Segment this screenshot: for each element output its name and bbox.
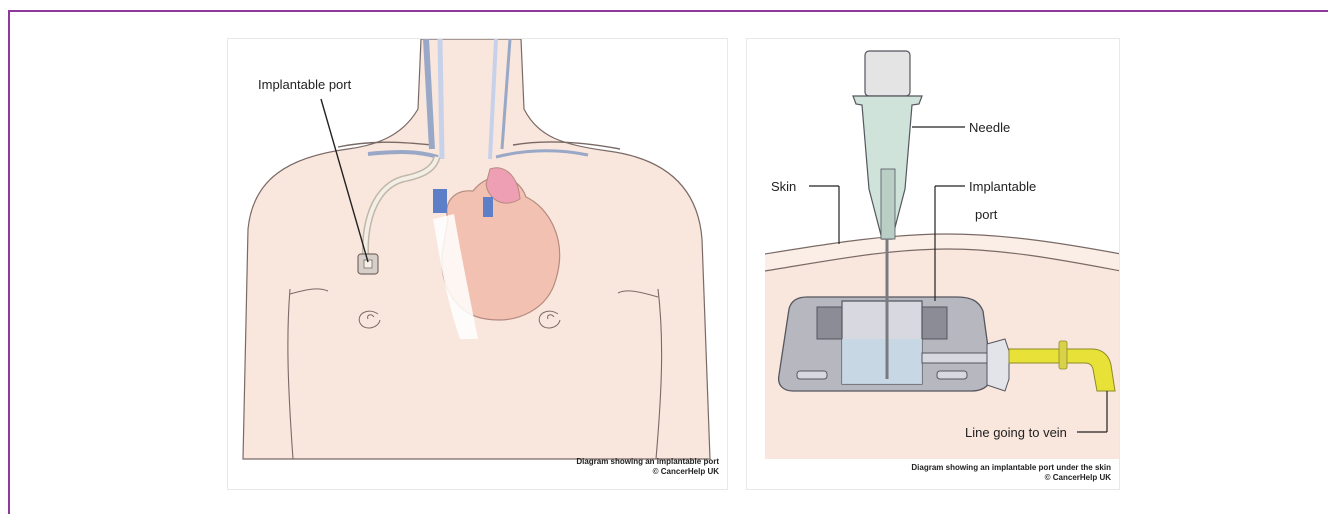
chest-diagram-panel: Implantable port Diagram showing an impl… <box>227 38 728 490</box>
left-caption-line2: © CancerHelp UK <box>653 467 719 477</box>
line-going-to-vein-label: Line going to vein <box>965 425 1067 440</box>
skin-label: Skin <box>771 179 796 194</box>
left-caption-line1: Diagram showing an implantable port <box>576 457 719 467</box>
right-caption-line1: Diagram showing an implantable port unde… <box>911 463 1111 473</box>
port-cross-section-illustration <box>747 39 1120 490</box>
needle-label: Needle <box>969 120 1010 135</box>
implantable-port-label-line2: port <box>975 207 997 222</box>
right-caption-line2: © CancerHelp UK <box>1045 473 1111 483</box>
implantable-port-label: Implantable port <box>258 77 351 92</box>
chest-illustration <box>228 39 728 490</box>
implantable-port-label-line1: Implantable <box>969 179 1036 194</box>
port-cross-section-panel: Needle Skin Implantable port Line going … <box>746 38 1120 490</box>
